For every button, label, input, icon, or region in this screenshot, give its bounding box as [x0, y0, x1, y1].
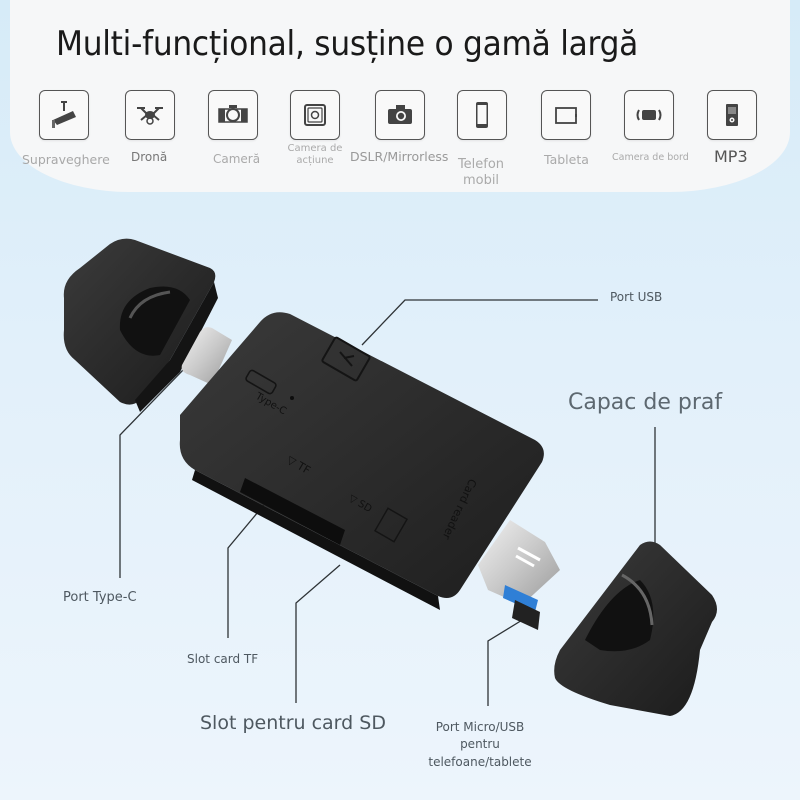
device-label: Camera de acțiune: [287, 143, 343, 166]
mobile-phone-icon: [457, 90, 507, 140]
device-label: Supraveghere: [22, 152, 110, 167]
supported-devices-row: Supraveghere Dronă: [0, 0, 800, 200]
drone-icon: [125, 90, 175, 140]
leader-port-usb: [361, 299, 598, 346]
callout-slot-sd: Slot pentru card SD: [200, 712, 386, 734]
leader-slot-sd: [295, 564, 341, 703]
device-label: Tableta: [544, 152, 589, 167]
leader-port-micro-usb: [487, 613, 533, 706]
action-camera-icon: [290, 90, 340, 140]
device-label: Telefon mobil: [457, 157, 505, 189]
callout-dust-cap: Capac de praf: [568, 390, 723, 415]
device-label: DSLR/Mirrorless: [350, 149, 449, 164]
micro-usb-plug: [478, 520, 560, 630]
page-title: Multi-funcțional, susține o gamă largă: [56, 24, 639, 64]
callout-port-usb: Port USB: [610, 290, 663, 304]
dashcam-icon: [624, 90, 674, 140]
callout-slot-tf: Slot card TF: [187, 652, 259, 666]
type-c-plug: [181, 327, 232, 385]
device-label: Camera de bord: [612, 152, 689, 163]
callout-leader-lines: [119, 299, 656, 706]
device-label: Cameră: [213, 152, 261, 166]
mp3-player-icon: [707, 90, 757, 140]
device-label: Dronă: [131, 150, 168, 164]
dust-cap-left: [63, 238, 218, 412]
dust-cap-right: [554, 541, 717, 716]
tablet-icon: [541, 90, 591, 140]
device-label: MP3: [714, 147, 748, 166]
card-reader-body: Type-C ▽ TF ▽ SD Card reader: [179, 312, 544, 610]
leader-port-type-c: [119, 369, 184, 578]
dslr-camera-icon: [375, 90, 425, 140]
leader-slot-tf: [227, 499, 269, 638]
cctv-camera-icon: [39, 90, 89, 140]
callout-port-type-c: Port Type-C: [63, 590, 137, 605]
camera-icon: [208, 90, 258, 140]
callout-port-micro-usb: Port Micro/USB pentru telefoane/tablete: [428, 720, 532, 769]
